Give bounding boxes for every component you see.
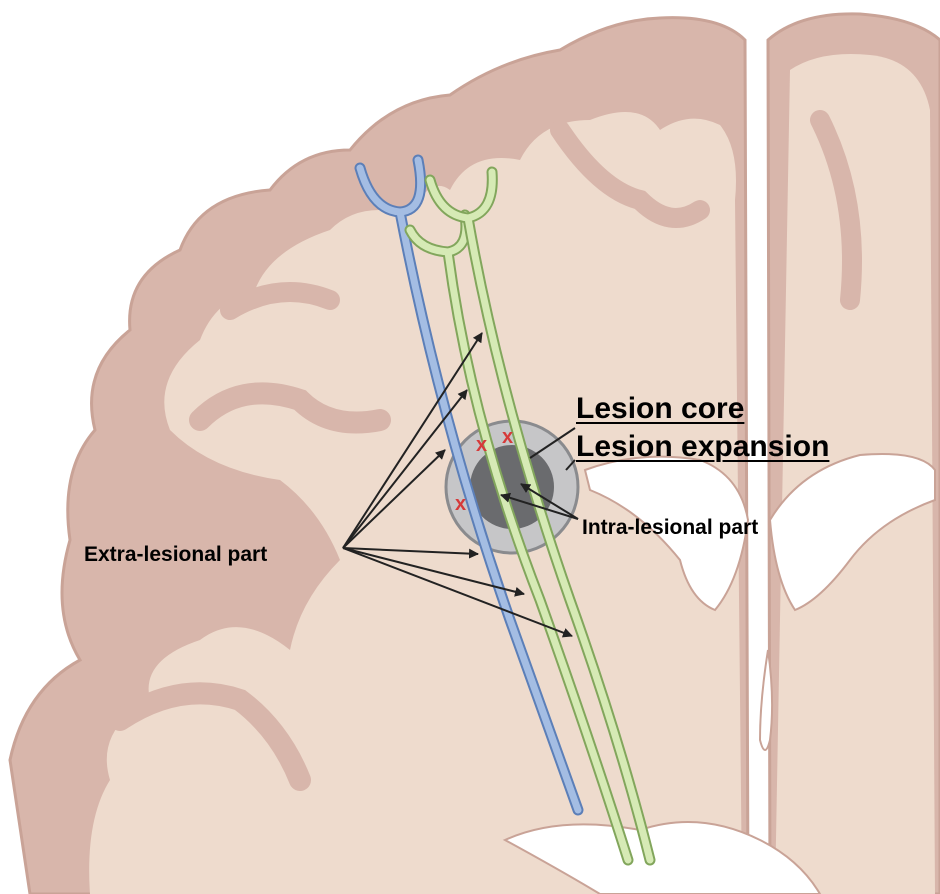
interruption-mark-2: x — [502, 426, 513, 448]
interruption-mark-3: x — [455, 493, 466, 515]
third-ventricle — [760, 650, 772, 750]
lesion-expansion-label: Lesion expansion — [576, 430, 829, 464]
intra-lesional-label: Intra-lesional part — [582, 516, 758, 540]
lesion-core-label: Lesion core — [576, 392, 744, 426]
extra-lesional-label: Extra-lesional part — [84, 543, 267, 567]
interruption-mark-1: x — [476, 434, 487, 456]
